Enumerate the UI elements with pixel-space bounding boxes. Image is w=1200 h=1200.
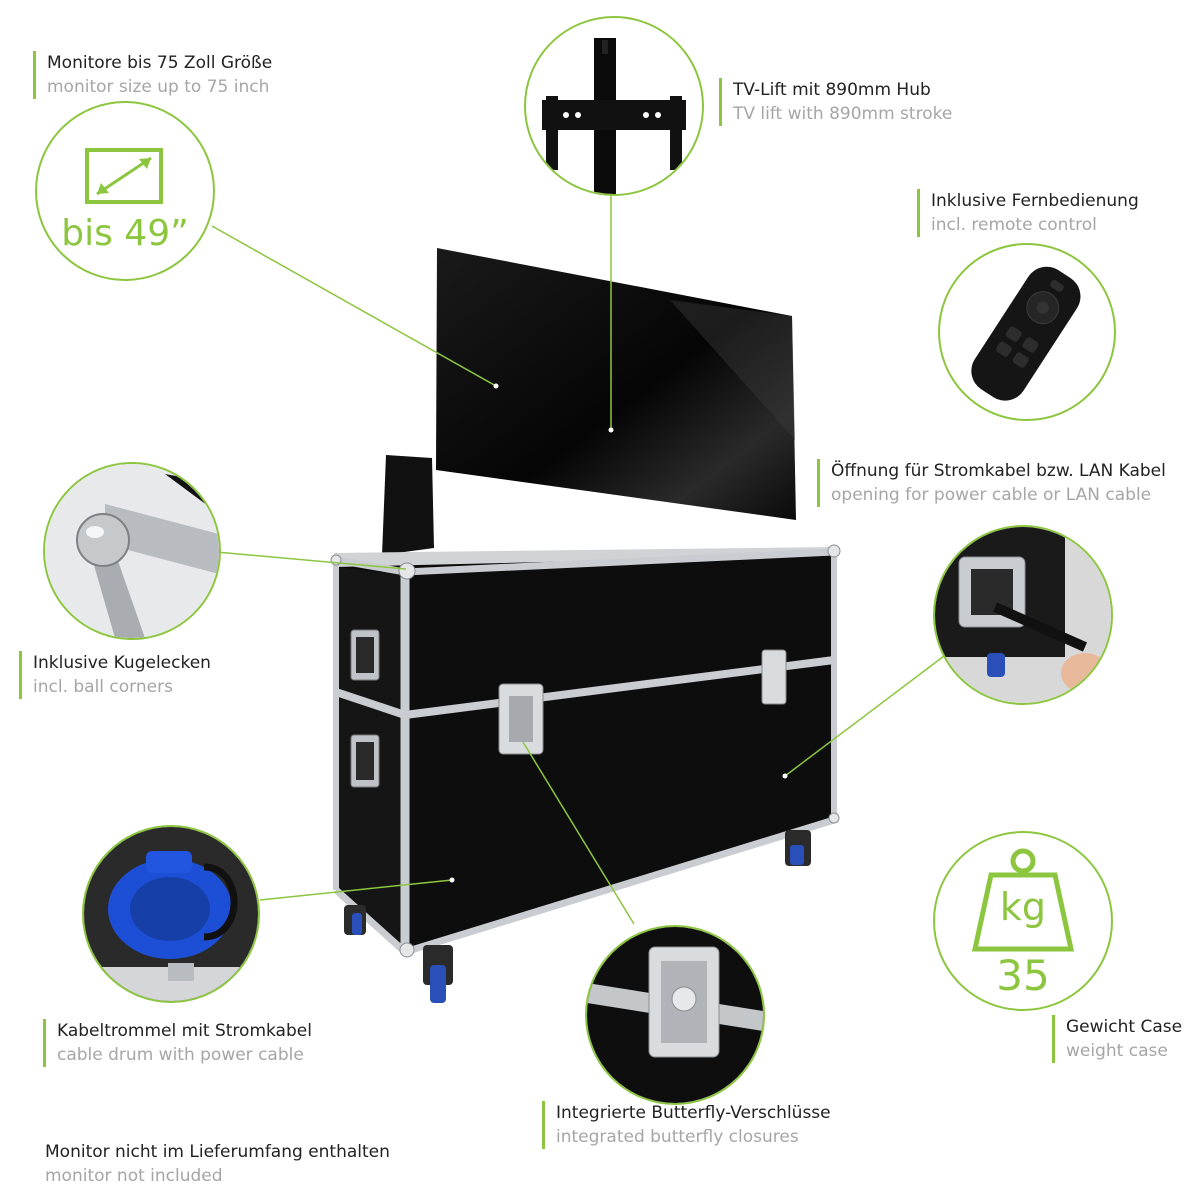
label-tv-lift-de: TV-Lift mit 890mm Hub — [733, 80, 931, 100]
label-opening-de: Öffnung für Stromkabel bzw. LAN Kabel — [831, 461, 1166, 481]
label-opening-en: opening for power cable or LAN cable — [831, 485, 1152, 505]
label-butterfly-de: Integrierte Butterfly-Verschlüsse — [556, 1103, 831, 1123]
label-cable-drum-en: cable drum with power cable — [57, 1045, 304, 1065]
weight-unit: kg — [999, 885, 1047, 929]
label-monitor-size-de: Monitore bis 75 Zoll Größe — [47, 53, 273, 73]
label-cable-drum-de: Kabeltrommel mit Stromkabel — [57, 1021, 312, 1041]
label-butterfly: Integrierte Butterfly-Verschlüsse integr… — [542, 1101, 831, 1149]
ball-corner-circle — [43, 462, 221, 640]
label-not-included-en: monitor not included — [45, 1166, 223, 1186]
label-weight-de: Gewicht Case — [1066, 1017, 1183, 1037]
weight-icon — [971, 848, 1075, 952]
tv-lift-circle — [524, 16, 704, 196]
size-badge-circle: bis 49” — [35, 101, 215, 281]
label-tv-lift-en: TV lift with 890mm stroke — [733, 104, 953, 124]
label-cable-drum: Kabeltrommel mit Stromkabel cable drum w… — [43, 1019, 312, 1067]
size-badge-text: bis 49” — [61, 213, 189, 254]
label-remote-en: incl. remote control — [931, 215, 1097, 235]
label-not-included-de: Monitor nicht im Lieferumfang enthalten — [45, 1142, 390, 1162]
label-weight: Gewicht Case weight case — [1052, 1015, 1182, 1063]
label-weight-en: weight case — [1066, 1041, 1168, 1061]
label-ball-corners: Inklusive Kugelecken incl. ball corners — [19, 651, 211, 699]
cable-opening-circle — [933, 525, 1113, 705]
ball-corner-icon — [45, 464, 219, 638]
label-not-included: Monitor nicht im Lieferumfang enthalten … — [45, 1140, 390, 1188]
cable-drum-circle — [82, 825, 260, 1003]
label-monitor-size: Monitore bis 75 Zoll Größe monitor size … — [33, 51, 272, 99]
label-butterfly-en: integrated butterfly closures — [556, 1127, 799, 1147]
cable-opening-icon — [935, 527, 1111, 703]
butterfly-latch-icon — [587, 927, 763, 1103]
cable-drum-icon — [84, 827, 258, 1001]
label-remote-de: Inklusive Fernbedienung — [931, 191, 1139, 211]
remote-icon — [971, 266, 1081, 401]
tv-screen — [436, 248, 796, 520]
weight-circle: kg 35 — [933, 831, 1113, 1011]
remote-circle — [938, 243, 1116, 421]
tv-mount-icon — [542, 38, 686, 194]
label-monitor-size-en: monitor size up to 75 inch — [47, 77, 270, 97]
label-ball-corners-de: Inklusive Kugelecken — [33, 653, 211, 673]
label-remote: Inklusive Fernbedienung incl. remote con… — [917, 189, 1139, 237]
label-ball-corners-en: incl. ball corners — [33, 677, 173, 697]
label-tv-lift: TV-Lift mit 890mm Hub TV lift with 890mm… — [719, 78, 952, 126]
label-opening: Öffnung für Stromkabel bzw. LAN Kabel op… — [817, 459, 1166, 507]
weight-value: 35 — [996, 951, 1050, 1000]
diagonal-arrow-icon — [85, 148, 163, 204]
butterfly-closure-circle — [585, 925, 765, 1105]
